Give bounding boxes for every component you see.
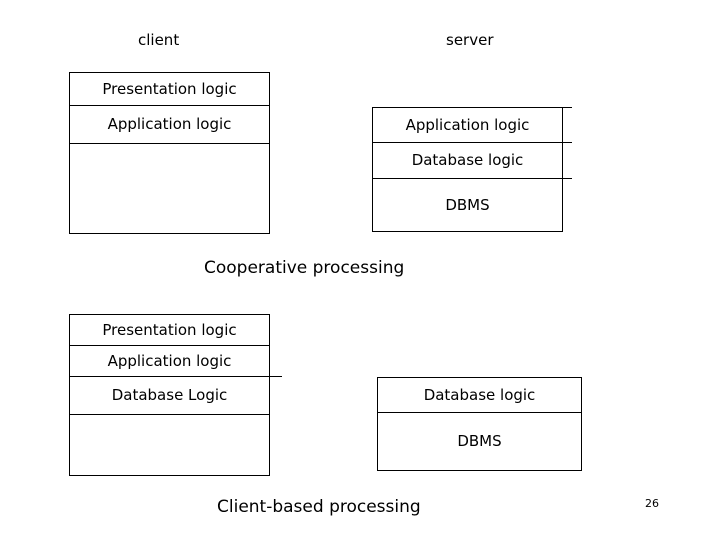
top-server-stack: Application logic Database logic DBMS: [372, 107, 563, 232]
top-server-label: server: [446, 31, 494, 49]
top-client-row-application-label: Application logic: [107, 115, 232, 133]
bottom-client-row-application: Application logic: [70, 346, 269, 377]
bottom-client-row-application-label: Application logic: [107, 351, 232, 370]
top-client-row-application: Application logic: [70, 106, 269, 144]
bottom-diagram-caption: Client-based processing: [217, 497, 421, 517]
bottom-server-row-dbms: DBMS: [378, 413, 581, 470]
bottom-client-stub: [270, 376, 282, 377]
bottom-server-row-database: Database logic: [378, 378, 581, 413]
top-server-row-application-label: Application logic: [405, 115, 530, 134]
bottom-server-row-dbms-label: DBMS: [457, 432, 502, 450]
top-client-row-presentation-label: Presentation logic: [102, 79, 237, 98]
bottom-client-row-database: Database Logic: [70, 377, 269, 415]
top-server-stub-lower: [563, 178, 572, 179]
top-server-stub-middle: [563, 142, 572, 143]
top-client-row-presentation: Presentation logic: [70, 73, 269, 106]
top-diagram-caption: Cooperative processing: [204, 258, 405, 278]
top-server-stub-upper: [563, 107, 572, 108]
top-server-row-dbms-label: DBMS: [445, 195, 490, 214]
top-client-stack: Presentation logic Application logic: [69, 72, 270, 234]
bottom-client-stack: Presentation logic Application logic Dat…: [69, 314, 270, 476]
bottom-server-stack: Database logic DBMS: [377, 377, 582, 471]
top-server-row-dbms: DBMS: [373, 179, 562, 231]
bottom-server-row-database-label: Database logic: [423, 385, 536, 404]
top-server-row-application: Application logic: [373, 108, 562, 143]
bottom-client-row-empty: [70, 415, 269, 475]
bottom-client-row-presentation: Presentation logic: [70, 315, 269, 346]
top-client-row-empty: [70, 144, 269, 233]
bottom-client-row-database-label: Database Logic: [111, 386, 228, 404]
bottom-client-row-presentation-label: Presentation logic: [102, 320, 237, 339]
top-server-row-database: Database logic: [373, 143, 562, 179]
top-client-label: client: [138, 31, 180, 49]
page-number: 26: [645, 497, 659, 510]
top-server-row-database-label: Database logic: [411, 151, 524, 169]
